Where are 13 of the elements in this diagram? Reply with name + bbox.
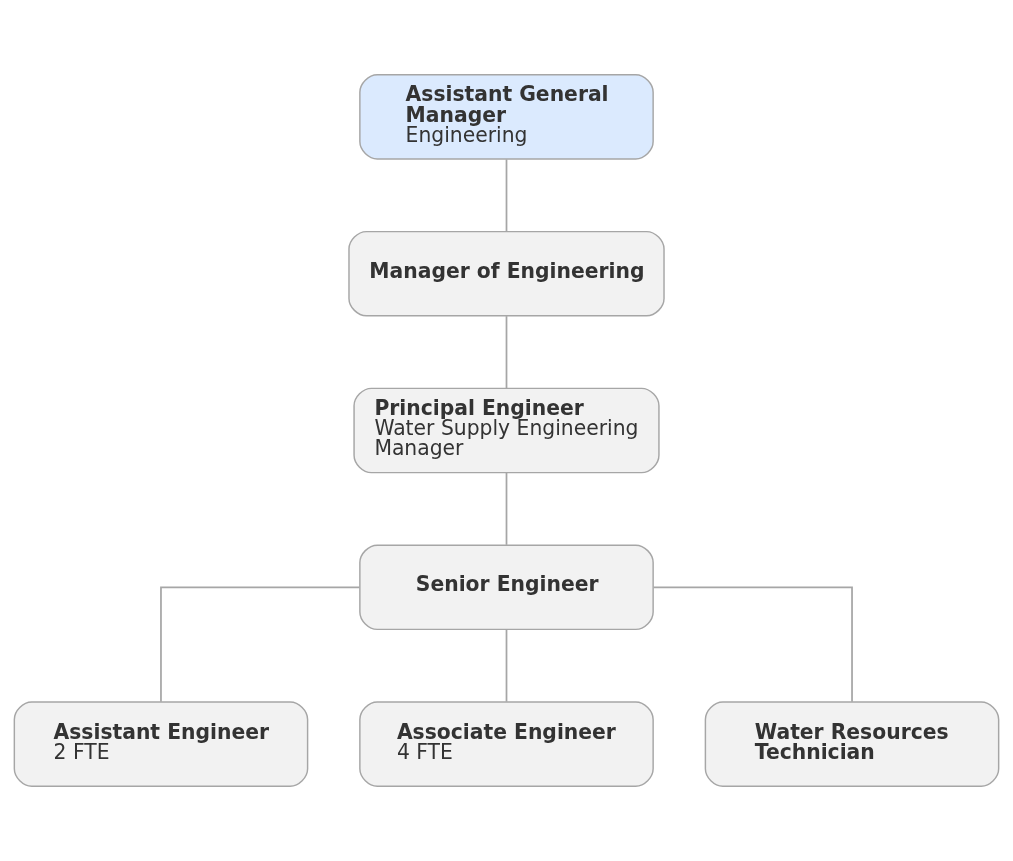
node-box: Water Resources Technician bbox=[704, 701, 1000, 787]
node-box: Manager of Engineering bbox=[348, 230, 665, 317]
node-box: Assistant General Manager Engineering bbox=[359, 74, 654, 160]
node-box: Senior Engineer bbox=[359, 544, 654, 631]
connector bbox=[160, 586, 361, 703]
node-box: Associate Engineer 4 FTE bbox=[359, 701, 654, 787]
connector bbox=[505, 472, 508, 546]
node-box: Principal Engineer Water Supply Engineering Manager bbox=[353, 387, 660, 474]
node-box: Assistant Engineer 2 FTE bbox=[13, 701, 309, 787]
connector bbox=[652, 586, 853, 703]
connector bbox=[505, 315, 508, 389]
connector bbox=[505, 628, 508, 703]
connector bbox=[505, 158, 508, 233]
